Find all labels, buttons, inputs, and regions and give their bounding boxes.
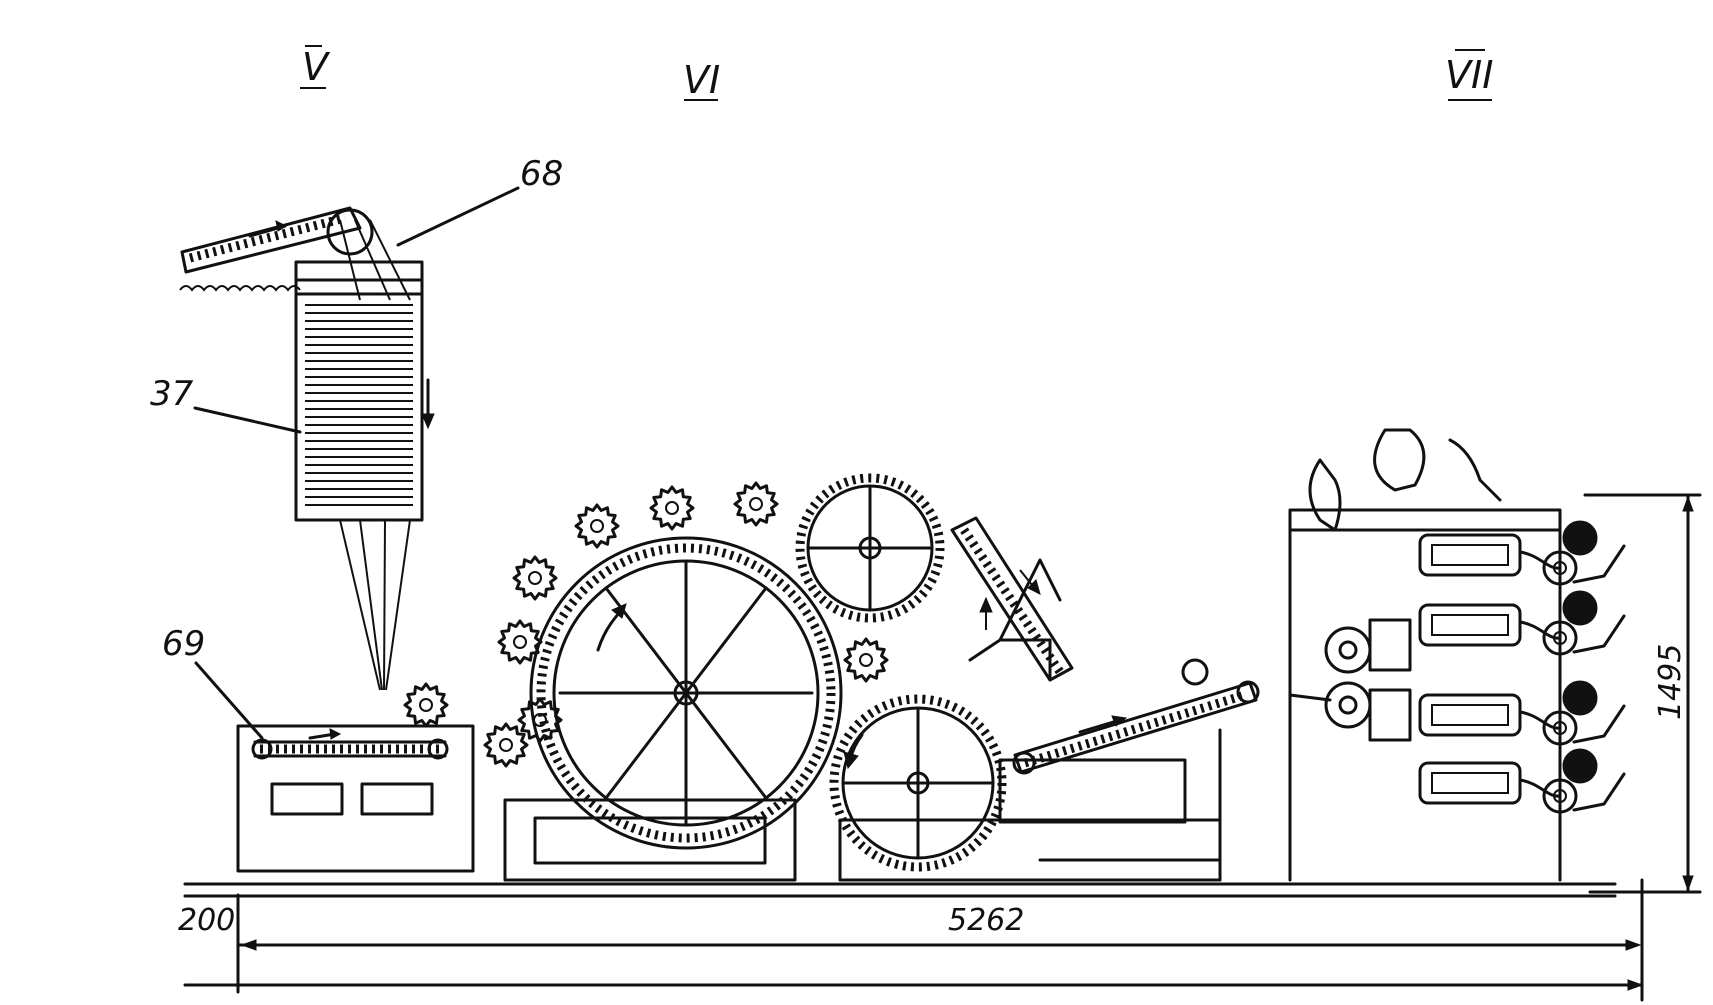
worker-rollers bbox=[403, 481, 889, 768]
dimension-labels: 200 5262 1495 bbox=[178, 644, 1688, 938]
section-labels: V VI VII bbox=[300, 45, 1493, 102]
dimension-lines bbox=[183, 493, 1702, 1002]
callout-69: 69 bbox=[162, 624, 205, 664]
section-label-vii: VII bbox=[1445, 53, 1493, 97]
worker-roller bbox=[649, 485, 695, 531]
sliver-can-unit bbox=[1418, 520, 1626, 586]
main-cylinder bbox=[529, 536, 843, 850]
dimension-length: 5262 bbox=[948, 903, 1024, 938]
sliver-can-unit bbox=[1418, 748, 1626, 814]
callout-68: 68 bbox=[520, 154, 563, 194]
output-frame bbox=[1288, 428, 1562, 882]
feed-conveyor bbox=[179, 206, 374, 292]
worker-roller bbox=[733, 481, 779, 527]
doffer-upper bbox=[795, 473, 945, 623]
worker-roller bbox=[403, 682, 449, 728]
worker-roller bbox=[512, 555, 558, 601]
sliver-can-unit bbox=[1418, 590, 1626, 656]
hopper-chute bbox=[294, 219, 435, 691]
inclined-conveyor-upper bbox=[950, 516, 1074, 682]
sliver-can-unit bbox=[1418, 680, 1626, 746]
worker-roller bbox=[483, 722, 529, 768]
base-rails bbox=[183, 882, 1617, 898]
coiler-units bbox=[1418, 520, 1626, 814]
calender-rolls bbox=[1288, 618, 1412, 742]
card-frame bbox=[503, 558, 1222, 882]
worker-roller bbox=[497, 619, 543, 665]
inclined-conveyor-lower bbox=[1012, 658, 1260, 775]
section-label-v: V bbox=[302, 45, 331, 89]
worker-roller bbox=[843, 637, 889, 683]
callout-labels: 68 37 69 bbox=[150, 154, 563, 740]
callout-37: 37 bbox=[150, 374, 194, 414]
dimension-offset: 200 bbox=[178, 903, 235, 938]
worker-roller bbox=[517, 697, 563, 743]
worker-roller bbox=[574, 503, 620, 549]
doffer-lower bbox=[829, 694, 1007, 872]
section-label-vi: VI bbox=[683, 58, 720, 102]
dimension-height: 1495 bbox=[1653, 644, 1688, 720]
feed-table bbox=[236, 724, 475, 873]
